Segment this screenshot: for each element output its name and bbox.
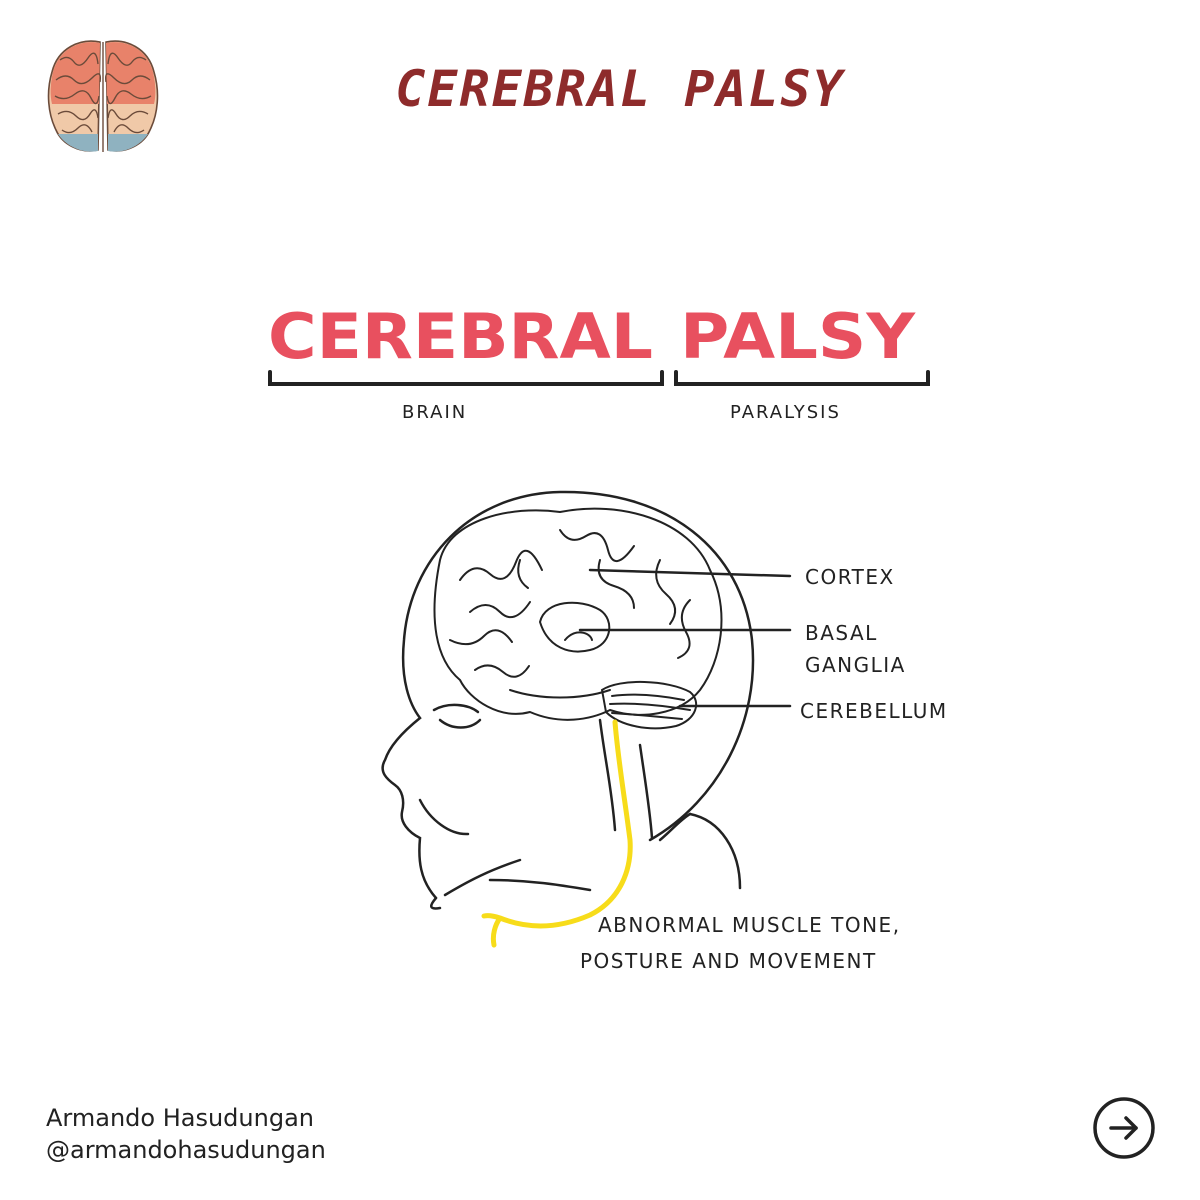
label-cerebellum: CEREBELLUM: [800, 699, 948, 723]
heading-cerebral: CEREBRAL: [268, 300, 653, 373]
label-cortex: CORTEX: [805, 565, 895, 589]
label-basal: BASAL: [805, 621, 878, 645]
arrow-right-circle-icon: [1093, 1097, 1155, 1159]
author-handle: @armandohasudungan: [46, 1136, 326, 1164]
author-credit: Armando Hasudungan @armandohasudungan: [46, 1102, 326, 1166]
leader-cortex: [588, 568, 792, 578]
label-abnormal-1: ABNORMAL MUSCLE TONE,: [598, 913, 901, 937]
label-ganglia: GANGLIA: [805, 653, 906, 677]
brain-logo: [47, 40, 159, 152]
heading-palsy: PALSY: [680, 300, 916, 373]
brain-illustration: [433, 507, 723, 730]
label-abnormal-2: POSTURE AND MOVEMENT: [580, 949, 877, 973]
label-brain: BRAIN: [402, 402, 467, 423]
spinal-nerve: [481, 719, 633, 948]
brace-brain: [268, 370, 664, 386]
baby-head-outline: [381, 490, 755, 910]
label-paralysis: PARALYSIS: [730, 402, 841, 423]
page-title: CEREBRAL PALSY: [395, 60, 845, 118]
author-name: Armando Hasudungan: [46, 1104, 314, 1132]
brace-paralysis: [674, 370, 930, 386]
next-button[interactable]: [1092, 1096, 1156, 1160]
